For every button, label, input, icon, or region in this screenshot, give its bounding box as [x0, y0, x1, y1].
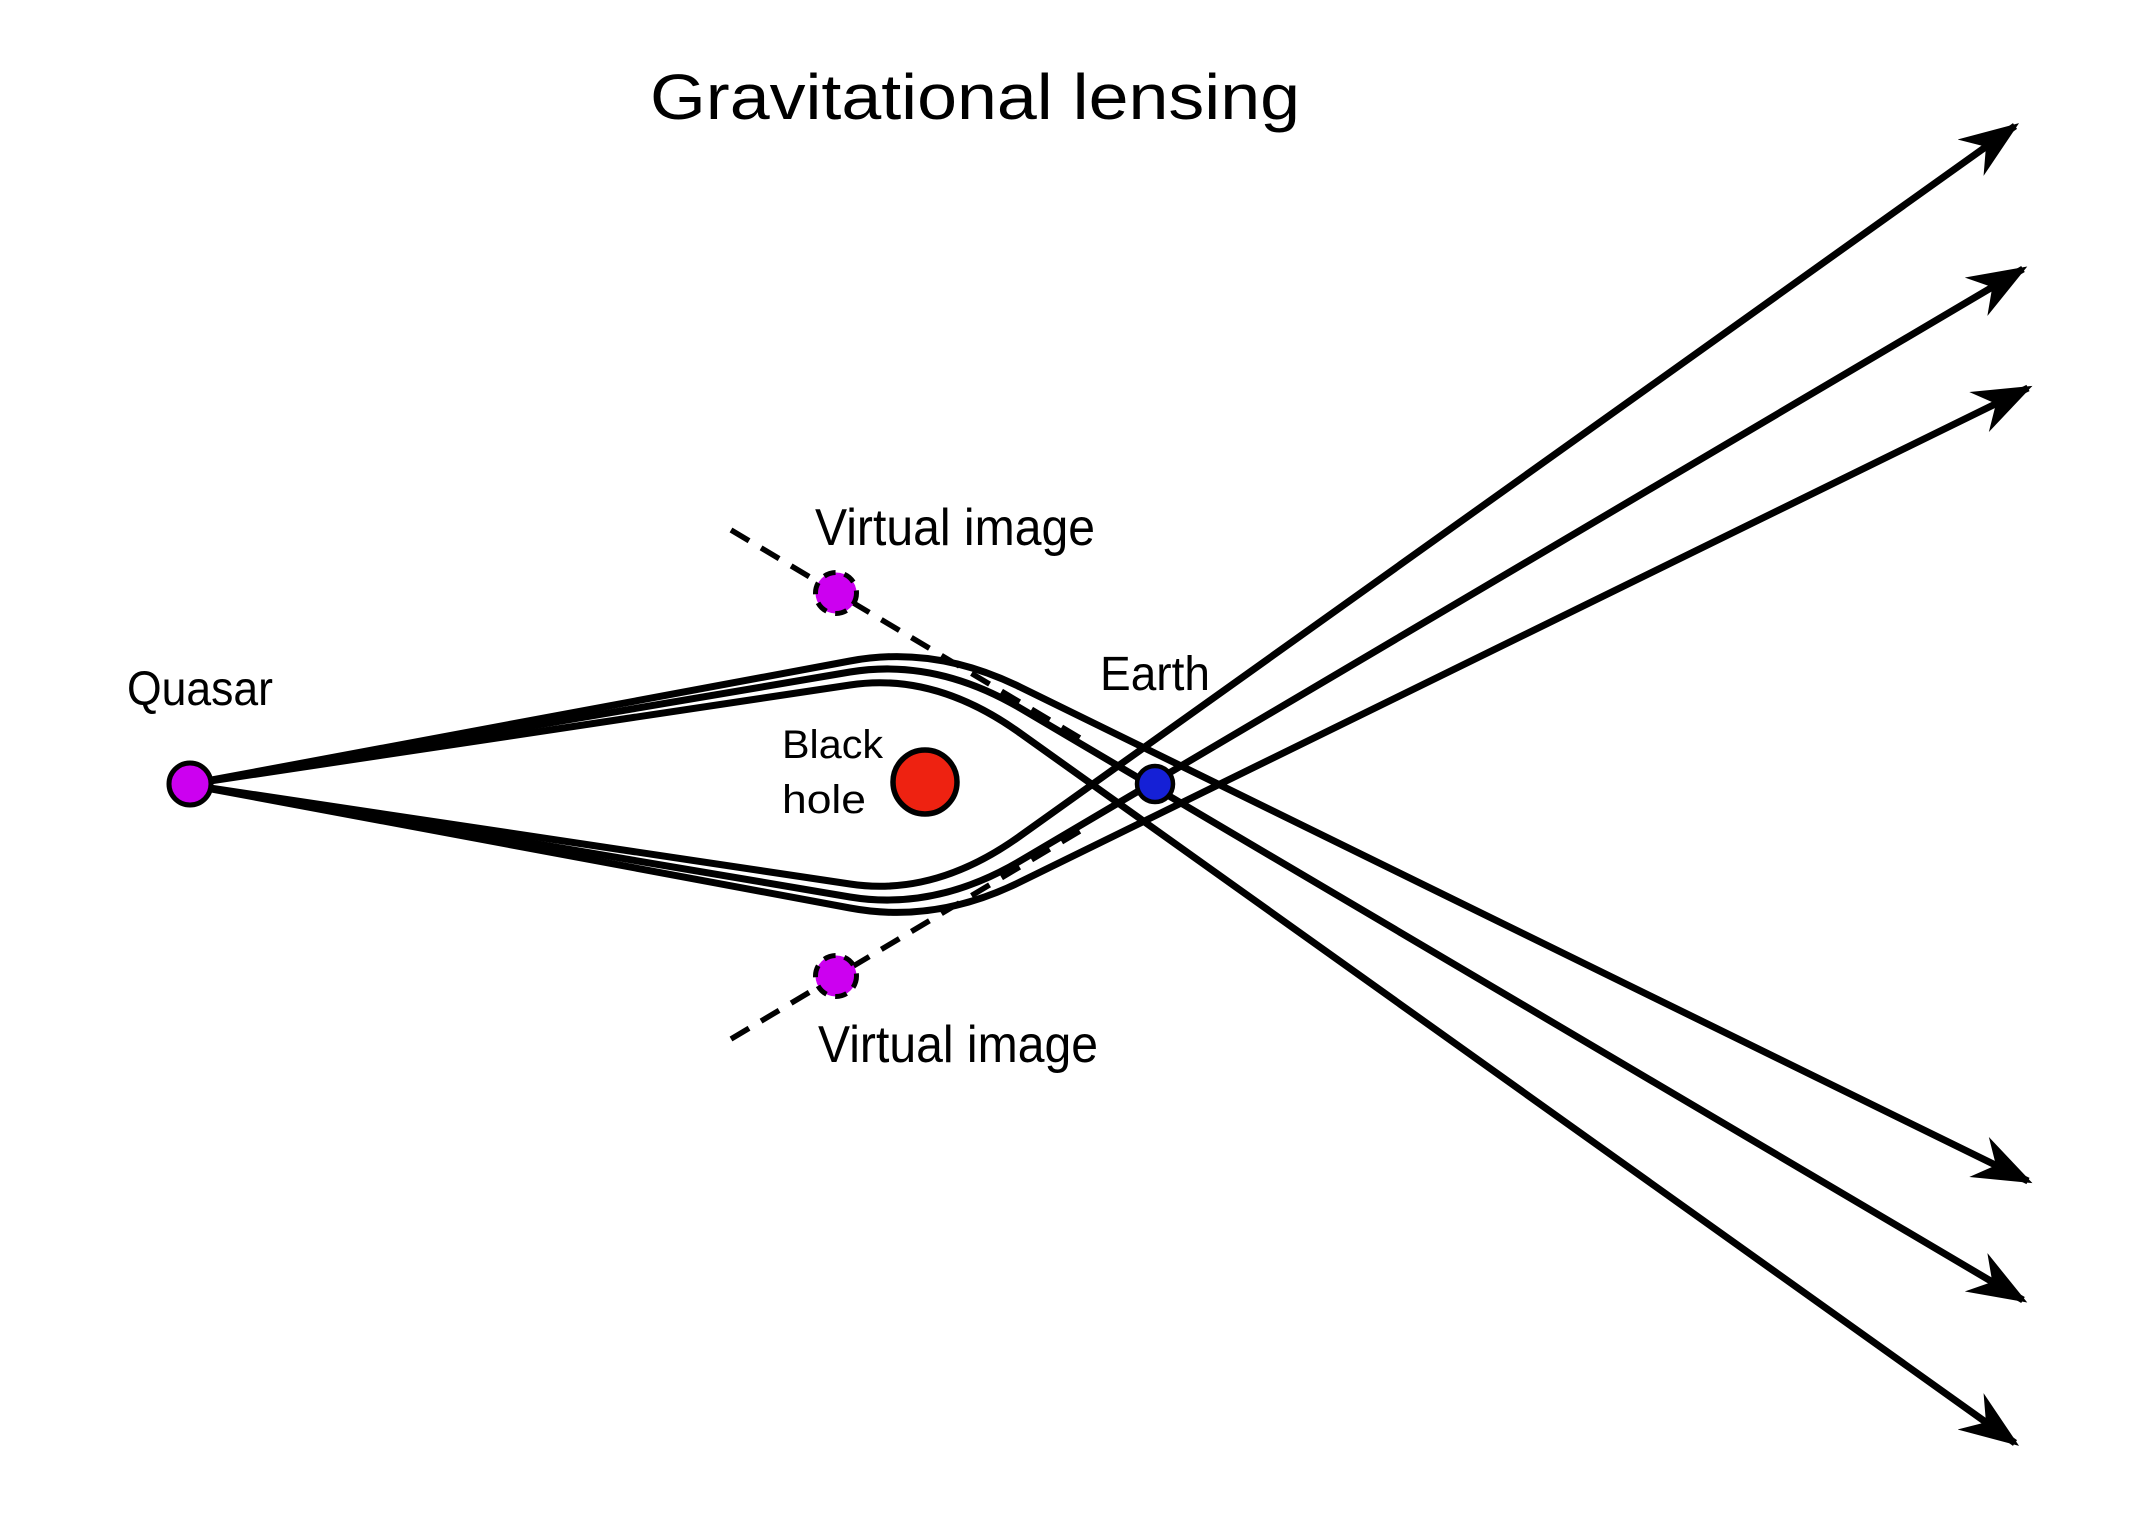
virtual-image-label-top: Virtual image: [815, 499, 1095, 557]
sight-line-upper: [729, 527, 1092, 747]
quasar-label: Quasar: [127, 663, 273, 716]
earth-label: Earth: [1100, 648, 1210, 701]
virtual-image-dot-bottom: [813, 953, 859, 999]
light-ray-lower-3: [189, 123, 2020, 890]
light-ray-upper-1: [189, 653, 2033, 1185]
sight-line-lower: [729, 822, 1092, 1042]
virtual-image-dot-top: [813, 570, 859, 616]
light-ray-lower-1: [189, 384, 2033, 916]
light-ray-lower-2: [189, 265, 2028, 904]
figure-title: Gravitational lensing: [650, 61, 1300, 133]
light-ray-upper-3: [189, 679, 2020, 1446]
earth-dot: [1134, 763, 1176, 805]
black-hole-dot: [890, 747, 960, 817]
black-hole-label-line1: Black: [782, 723, 884, 767]
black-hole-label-line2: hole: [782, 778, 866, 822]
virtual-image-label-bottom: Virtual image: [818, 1016, 1098, 1074]
quasar-dot: [166, 760, 214, 808]
light-ray-upper-2: [189, 665, 2028, 1304]
